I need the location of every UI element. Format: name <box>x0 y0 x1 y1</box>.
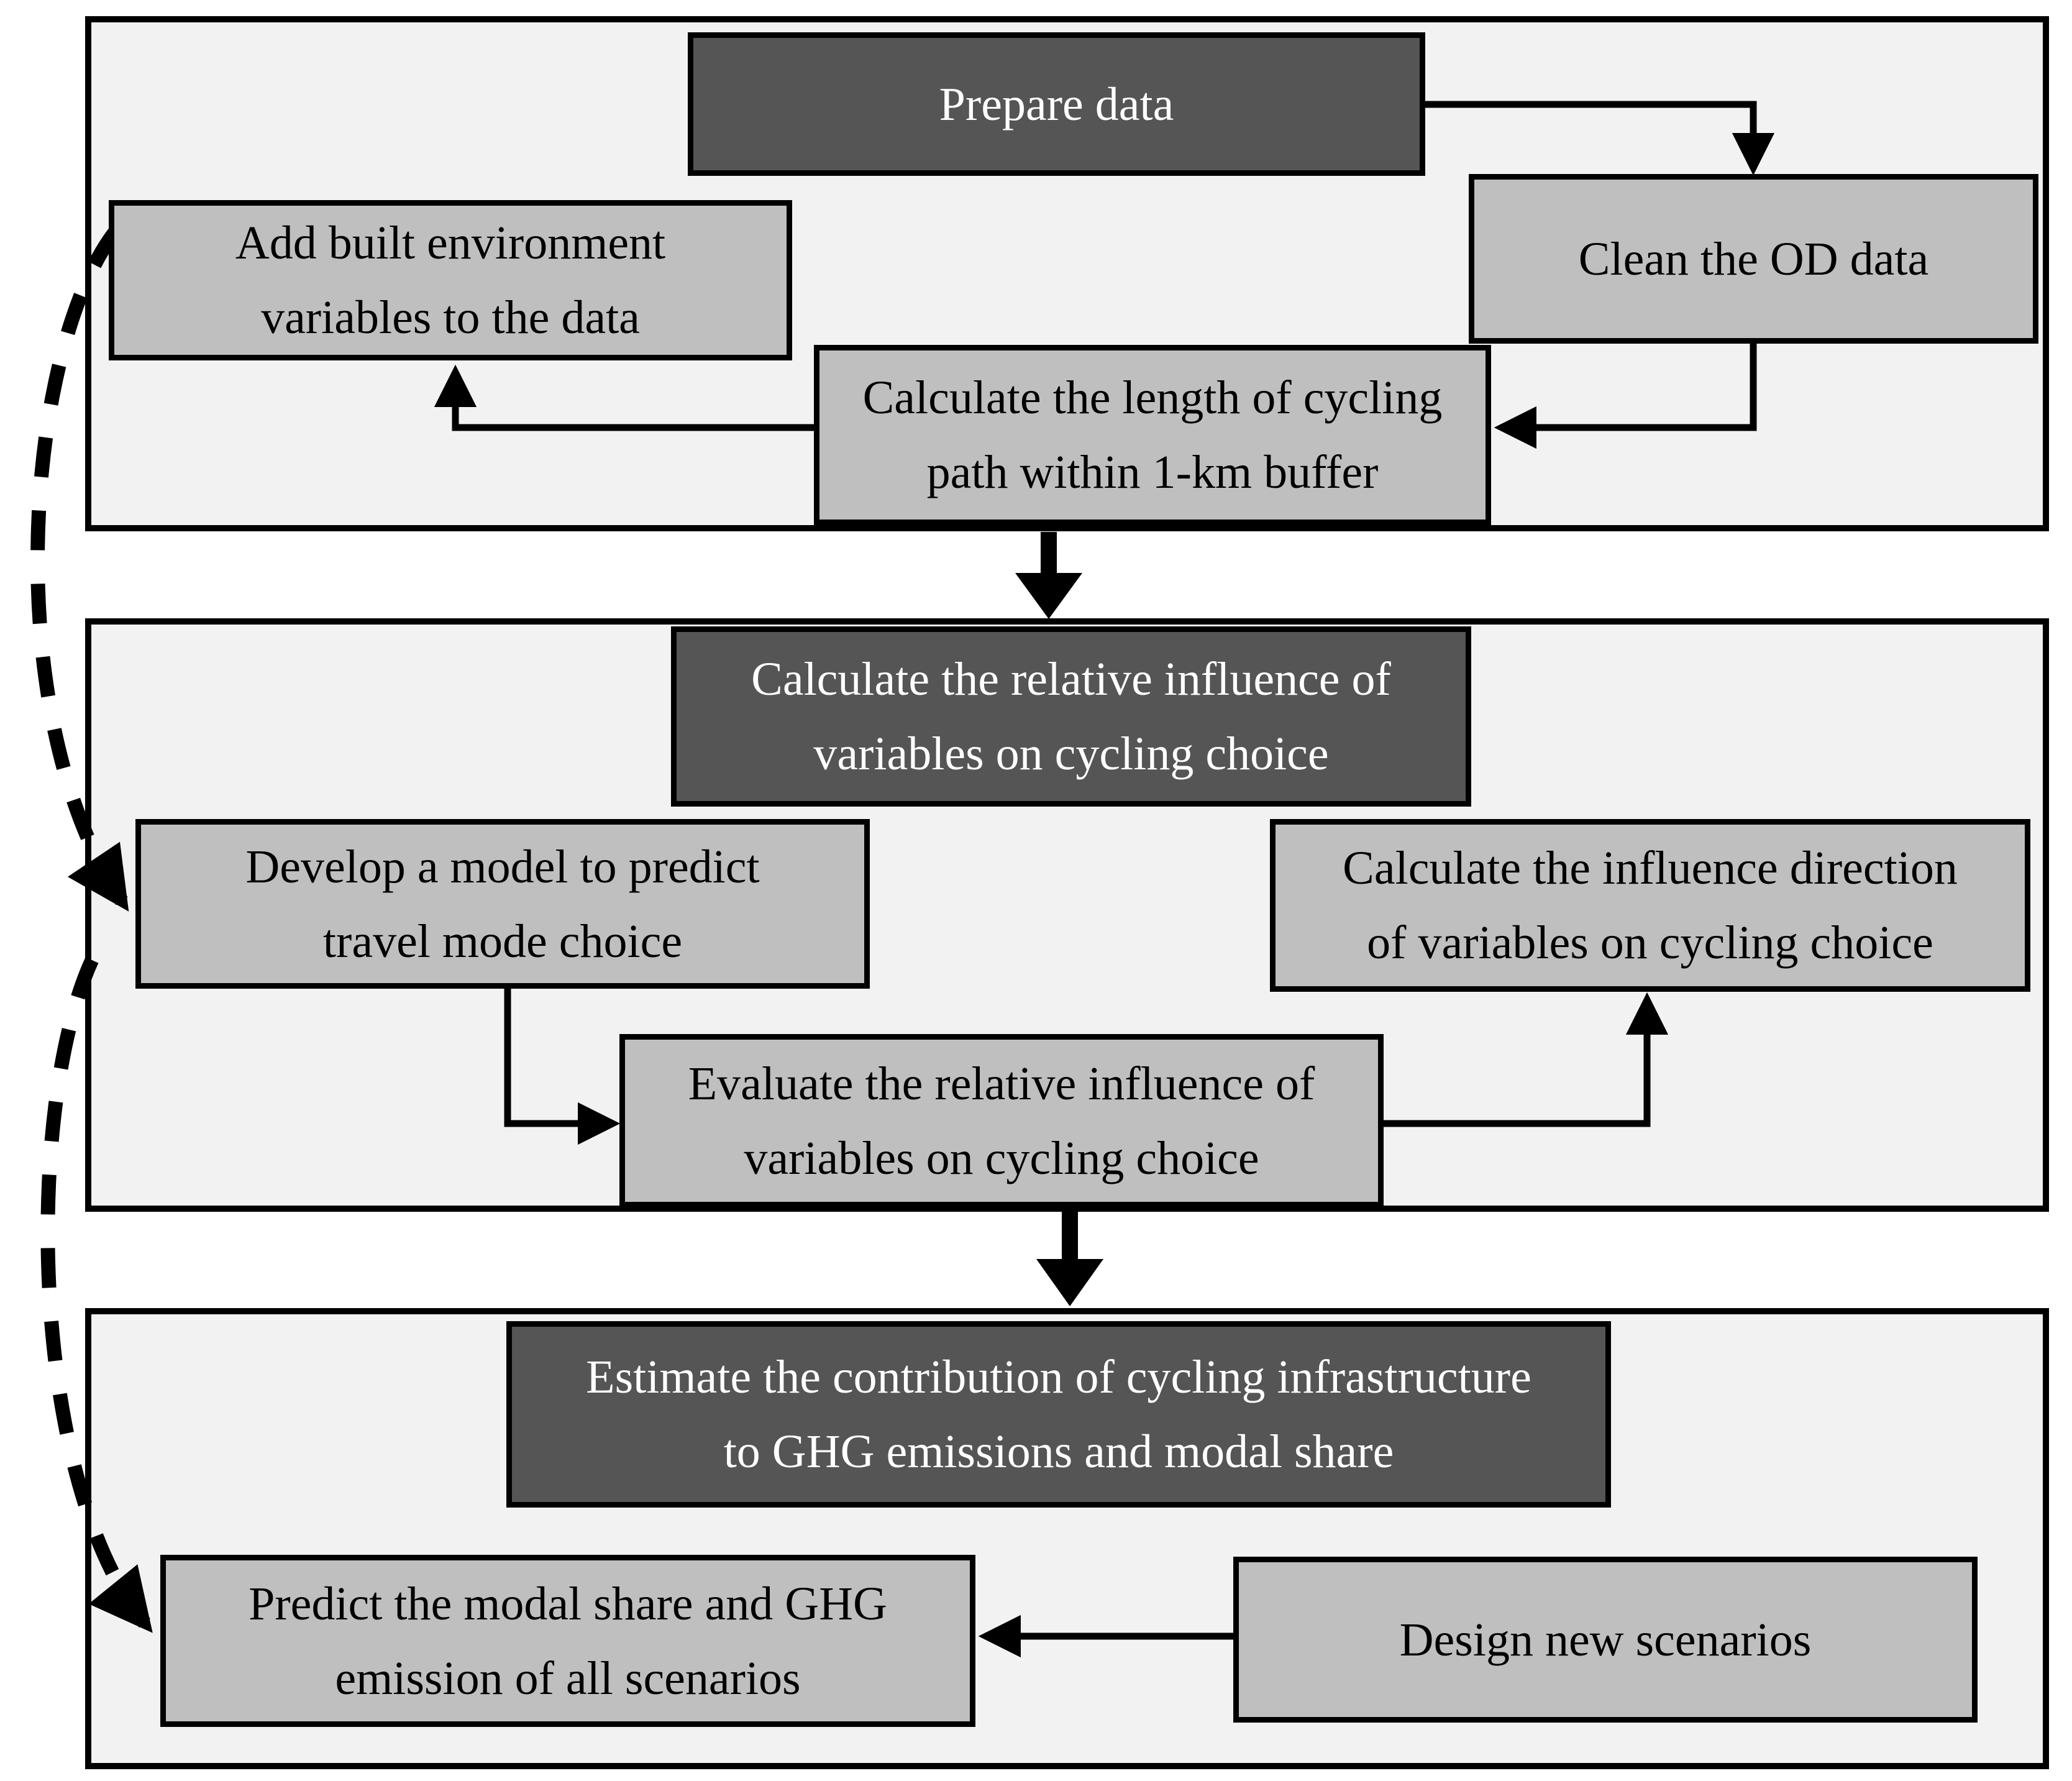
node-clean-od-data: Clean the OD data <box>1469 174 2038 344</box>
node-label-line: variables on cycling choice <box>744 1132 1259 1184</box>
node-develop-model: Develop a model to predict travel mode c… <box>135 819 870 989</box>
node-label-line: of variables on cycling choice <box>1367 917 1933 969</box>
flow-arrow-phase1-to-phase2 <box>1015 532 1082 619</box>
node-add-built-environment: Add built environment variables to the d… <box>109 200 792 360</box>
node-label-line: to GHG emissions and modal share <box>723 1426 1394 1478</box>
node-evaluate-relative-influence: Evaluate the relative influence of varia… <box>619 1034 1384 1207</box>
node-label-line: Calculate the relative influence of <box>751 653 1391 705</box>
node-label-line: Design new scenarios <box>1399 1613 1812 1666</box>
node-label-line: path within 1-km buffer <box>926 446 1379 498</box>
node-label-line: Estimate the contribution of cycling inf… <box>586 1351 1531 1403</box>
node-calculate-relative-influence: Calculate the relative influence of vari… <box>671 626 1471 807</box>
node-predict-modal-share: Predict the modal share and GHG emission… <box>160 1555 975 1727</box>
node-label-line: Develop a model to predict <box>245 840 760 893</box>
node-calculate-cycling-path-length: Calculate the length of cycling path wit… <box>814 345 1491 525</box>
node-label-line: Prepare data <box>939 78 1174 130</box>
node-label-line: Calculate the length of cycling <box>862 372 1443 424</box>
node-label-line: Add built environment <box>235 217 666 269</box>
node-label-line: variables to the data <box>261 291 640 344</box>
node-design-new-scenarios: Design new scenarios <box>1233 1557 1978 1723</box>
flow-arrow-phase2-to-phase3 <box>1036 1212 1103 1306</box>
node-label-line: Predict the modal share and GHG <box>249 1577 887 1630</box>
node-label-line: variables on cycling choice <box>813 728 1329 780</box>
node-label-line: travel mode choice <box>322 915 683 968</box>
node-calculate-influence-direction: Calculate the influence direction of var… <box>1270 819 2030 992</box>
node-label-line: emission of all scenarios <box>335 1652 801 1705</box>
node-label-line: Evaluate the relative influence of <box>688 1057 1315 1110</box>
node-estimate-contribution: Estimate the contribution of cycling inf… <box>506 1321 1611 1508</box>
node-label-line: Clean the OD data <box>1578 232 1929 285</box>
node-label-line: Calculate the influence direction <box>1343 842 1958 894</box>
node-prepare-data: Prepare data <box>688 32 1425 176</box>
